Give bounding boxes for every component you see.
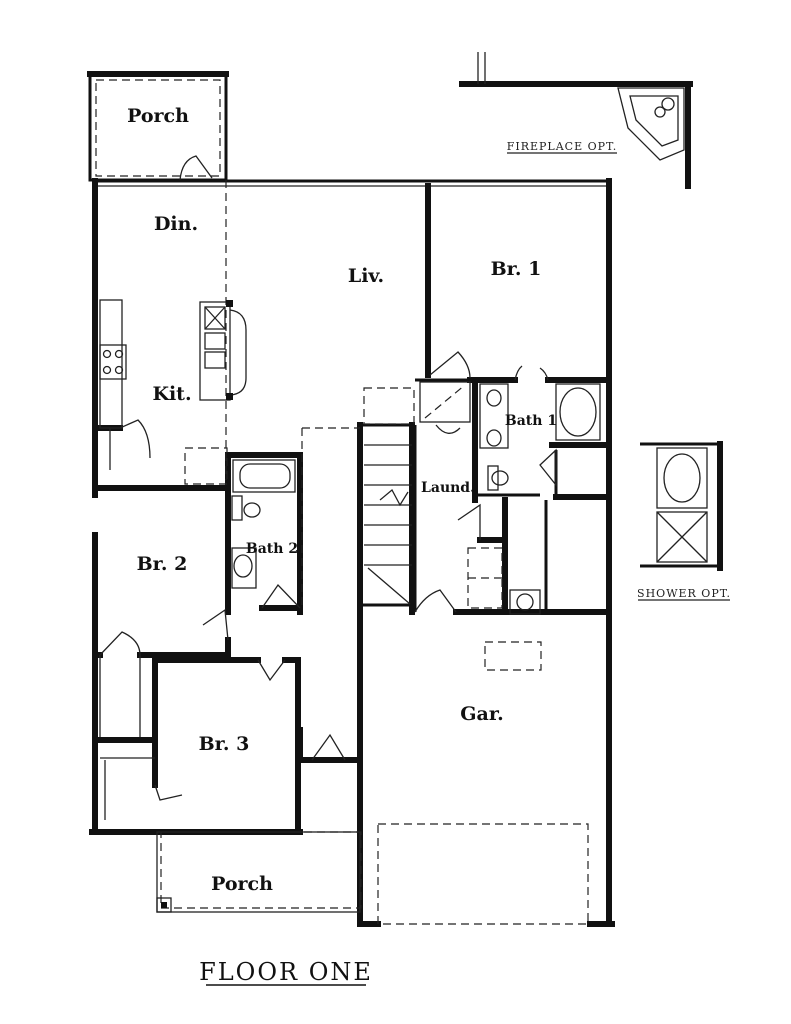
kitchen-fixtures: [99, 299, 247, 429]
bath2-fixtures: [231, 459, 296, 589]
interior-walls: [92, 183, 607, 927]
room-label-laundry: Laund.: [421, 480, 475, 496]
fireplace-option-label: FIREPLACE OPT.: [507, 140, 618, 153]
stairs: [364, 444, 412, 605]
shower-option-drawing: [640, 441, 723, 571]
bath1-fixtures: [479, 383, 601, 491]
room-label-kitchen: Kit.: [152, 383, 191, 405]
room-label-garage: Gar.: [460, 703, 503, 725]
fireplace-option-drawing: [459, 52, 693, 189]
room-label-porch-front: Porch: [211, 873, 273, 895]
front-porch: [156, 831, 362, 913]
room-label-bedroom2: Br. 2: [137, 553, 188, 575]
dashed-lines: [184, 180, 589, 925]
room-label-bath2: Bath 2: [246, 541, 298, 557]
room-label-porch-rear: Porch: [127, 105, 189, 127]
room-label-bath1: Bath 1: [505, 413, 557, 429]
rear-porch: [87, 71, 229, 182]
laundry-fixtures: [419, 381, 541, 615]
room-label-dining: Din.: [154, 213, 198, 235]
room-label-living: Liv.: [348, 265, 384, 287]
doors: [99, 155, 557, 801]
room-label-bedroom3: Br. 3: [199, 733, 250, 755]
floor-title: FLOOR ONE: [199, 958, 373, 986]
room-label-bedroom1: Br. 1: [491, 258, 542, 280]
shower-option-label: SHOWER OPT.: [637, 587, 731, 600]
